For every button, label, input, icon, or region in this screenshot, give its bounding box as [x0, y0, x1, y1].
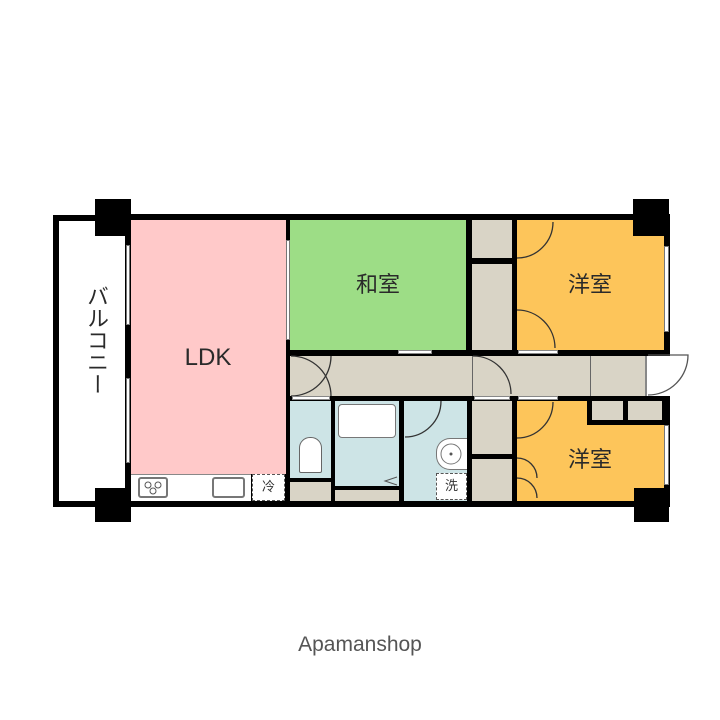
toilet-icon	[299, 437, 322, 473]
closet-yoshitsu-lower-2	[628, 401, 662, 420]
door-arc-washroom	[404, 400, 442, 438]
column-bottom-left	[95, 488, 131, 522]
hallway-divider-1	[472, 356, 473, 396]
storage-lower	[472, 459, 512, 501]
hallway-divider-2	[590, 356, 591, 396]
door-arc-storage-lower	[516, 457, 538, 499]
washer-space: 洗	[436, 473, 467, 500]
room-label-ldk: LDK	[184, 344, 232, 371]
window-yoshitsu-lower	[664, 425, 669, 485]
room-washitsu	[290, 220, 466, 350]
room-label-yoshitsu-lower: 洋室	[567, 448, 613, 473]
window-yoshitsu-upper	[664, 246, 669, 332]
column-bottom-right	[634, 488, 669, 522]
gap-hall-yoshitsu-lower	[518, 396, 558, 400]
entrance-door-arc	[647, 354, 689, 396]
toilet-storage	[290, 482, 331, 501]
door-arc-hallway	[472, 355, 512, 395]
gap-hall-yoshitsu-upper	[518, 350, 558, 354]
bath-storage	[335, 490, 399, 501]
gap-hall-toilet	[292, 396, 330, 400]
window-ldk-lower	[126, 378, 130, 463]
balcony	[53, 215, 131, 507]
partition-washitsu-ldk	[286, 240, 290, 340]
hallway	[290, 356, 647, 396]
room-yoshitsu-upper	[517, 220, 664, 350]
window-washitsu-hall	[398, 350, 432, 354]
room-ldk	[131, 220, 286, 474]
column-top-left	[95, 199, 131, 236]
closet-upper	[472, 220, 512, 258]
balcony-label: バルコニー	[83, 285, 108, 395]
brand-label: Apamanshop	[298, 633, 422, 656]
bath-door-icon	[383, 476, 398, 486]
door-arc-yoshitsu-upper	[516, 309, 556, 349]
storage-upper	[472, 401, 512, 454]
closet-lower	[472, 264, 512, 350]
closet-yoshitsu-lower-1	[592, 401, 623, 420]
sink-icon	[212, 477, 245, 498]
gap-hall-storage	[474, 396, 510, 400]
fridge-space: 冷	[252, 474, 285, 501]
bathtub-icon	[338, 404, 396, 438]
room-label-washitsu: 和室	[355, 273, 401, 298]
washbasin-icon	[436, 438, 467, 470]
door-arc-closet-upper	[516, 221, 554, 259]
stove-icon	[138, 477, 168, 498]
door-arc-ldk-double	[290, 355, 332, 397]
window-ldk-upper	[126, 245, 130, 325]
column-top-right	[633, 199, 669, 236]
entrance-step	[645, 356, 647, 396]
room-label-yoshitsu-upper: 洋室	[567, 273, 613, 298]
door-arc-yoshitsu-lower	[516, 401, 554, 439]
entrance-door-opening[interactable]	[647, 356, 670, 396]
